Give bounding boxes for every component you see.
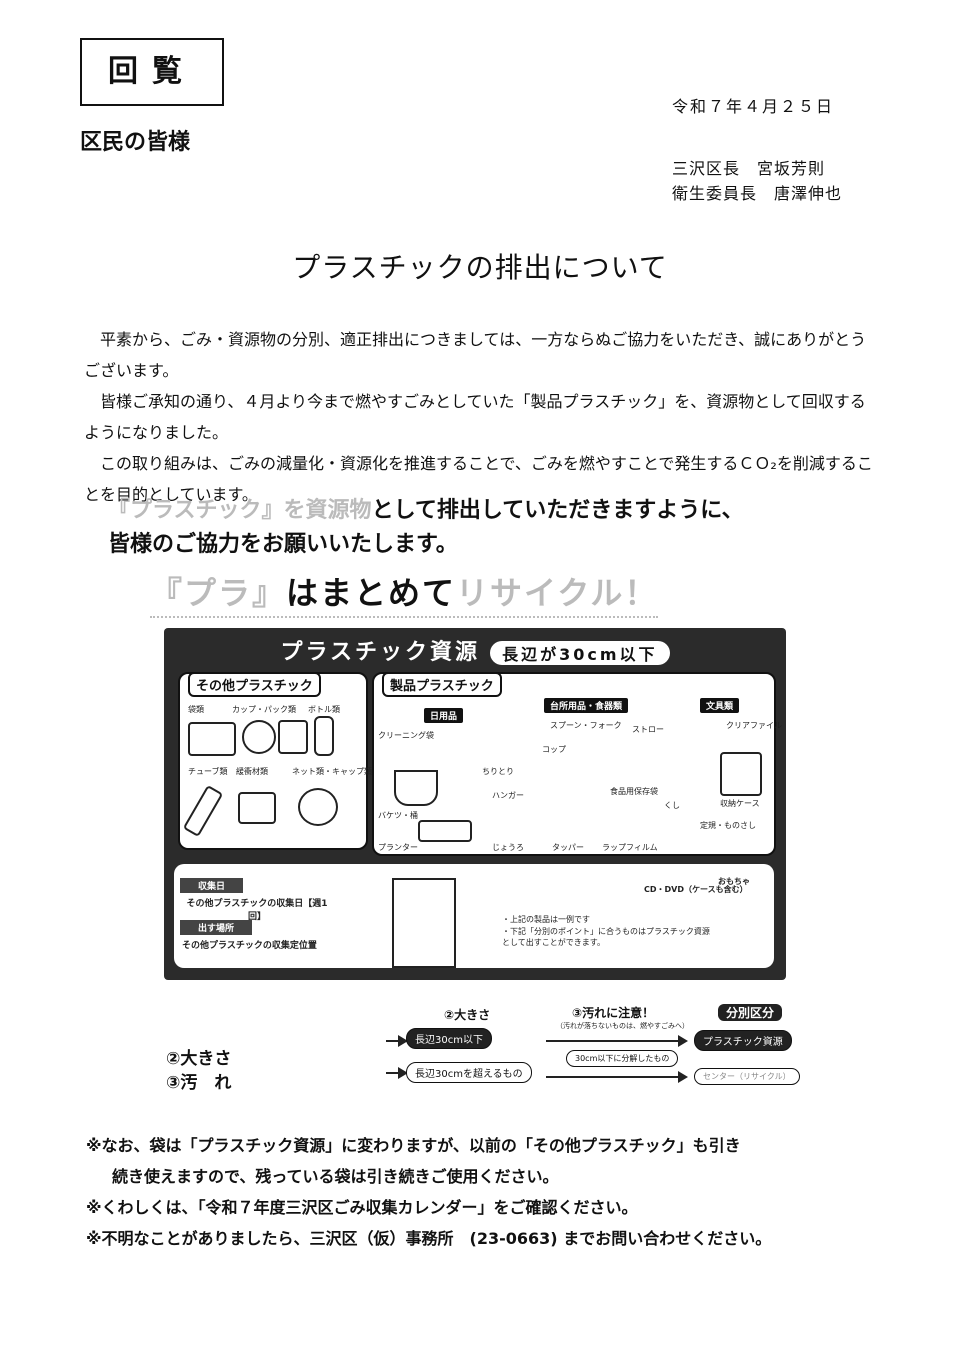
col-class: 分別区分 [718, 1004, 783, 1021]
col-dirt: ③汚れに注意！ [572, 1006, 655, 1020]
size-pill: 長辺が30cm以下 [490, 641, 670, 665]
cd-dvd-label: CD・DVD（ケースも含む） [644, 885, 748, 894]
note: ・上記の製品は一例です [502, 915, 590, 924]
item-label: ボトル類 [308, 705, 340, 714]
kairan-stamp: 回覧 [80, 38, 224, 106]
collection-day: その他プラスチックの収集日【週1回】 [186, 899, 328, 922]
item-label: じょうろ [492, 843, 524, 852]
panel-heading: 製品プラスチック [382, 672, 502, 697]
item-label: チューブ類 [188, 767, 228, 776]
item-label: くし [664, 801, 680, 810]
item-label: 定規・ものさし [700, 821, 756, 830]
figure-title: プラスチック資源長辺が30cm以下 [164, 634, 786, 666]
item-label: バケツ・桶 [378, 811, 418, 820]
col-dirt-sub: （汚れが落ちないものは、燃やすごみへ） [556, 1022, 689, 1030]
signer-hygiene: 衛生委員長 唐澤伸也 [672, 184, 843, 203]
box-split: 30cm以下に分解したもの [566, 1050, 679, 1067]
item-label: スプーン・フォーク [550, 721, 622, 730]
date: 令和７年４月２５日 [672, 97, 835, 116]
page-title: プラスチックの排出について [292, 251, 668, 284]
paragraph: 平素から、ごみ・資源物の分別、適正排出につきましては、一方ならぬご協力をいただき… [84, 330, 867, 380]
item-label: カップ・パック類 [232, 705, 296, 714]
item-label: タッパー [552, 843, 584, 852]
item-label: コップ [542, 745, 566, 754]
category-daily: 日用品 [424, 708, 464, 723]
arrow-icon [386, 1035, 408, 1047]
note-line: ※不明なことがありましたら、三沢区（仮）事務所 (23-0663) までお問い合… [86, 1229, 772, 1248]
location-tag: 出す場所 [180, 920, 253, 935]
arrow-icon [386, 1067, 408, 1079]
paragraph: この取り組みは、ごみの減量化・資源化を推進することで、ごみを燃やすことで発生する… [84, 454, 873, 504]
collection-day-tag: 収集日 [180, 878, 244, 893]
item-label: ラップフィルム [602, 843, 658, 852]
bottle-icon [314, 716, 334, 756]
notes: ※なお、袋は「プラスチック資源」に変わりますが、以前の「その他プラスチック」も引… [86, 1130, 906, 1254]
storage-case-icon [720, 752, 762, 796]
item-label: 収納ケース [720, 799, 760, 808]
box-over-30: 長辺30cmを超えるもの [406, 1062, 532, 1083]
signer-chief: 三沢区長 宮坂芳則 [672, 159, 826, 178]
panel-product-plastic: 製品プラスチック 日用品 台所用品・食器類 文具類 クリーニング袋 ちりとり ハ… [372, 672, 782, 856]
item-label: ハンガー [492, 791, 524, 800]
net-icon [298, 788, 338, 826]
planter-icon [418, 820, 472, 842]
paragraph: 皆様ご承知の通り、４月より今まで燃やすごみとしていた「製品プラスチック」を、資源… [84, 392, 866, 442]
toy-label: おもちゃ [718, 877, 750, 886]
note-line: 続き使えますので、残っている袋は引き続きご使用ください。 [112, 1167, 559, 1186]
note: ・下記「分別のポイント」に合うものはプラスチック資源として出すことができます。 [502, 927, 710, 947]
emph-line2: 皆様のご協力をお願いいたします。 [108, 532, 458, 557]
arrow-icon [546, 1071, 688, 1083]
panel-heading: その他プラスチック [188, 672, 321, 697]
cushion-icon [238, 792, 276, 824]
plastic-resource-figure: プラスチック資源長辺が30cm以下 その他プラスチック 袋類 カップ・パック類 … [164, 628, 786, 980]
box-center: センター（リサイクル） [694, 1068, 800, 1085]
emph-line1: として排出していただきますように、 [371, 498, 744, 523]
item-label: 袋類 [188, 705, 204, 714]
collection-info: 収集日 その他プラスチックの収集日【週1回】 出す場所 その他プラスチックの収集… [174, 864, 774, 968]
slogan-part2: はまとめて [286, 574, 457, 612]
box-under-30: 長辺30cm以下 [406, 1028, 492, 1049]
bag-icon [188, 722, 236, 756]
box-plastic-resource: プラスチック資源 [694, 1030, 792, 1051]
slogan-part1: 『プラ』 [150, 574, 287, 612]
cup-icon [242, 720, 276, 754]
category-stationery: 文具類 [700, 698, 740, 713]
location: その他プラスチックの収集定位置 [182, 941, 317, 951]
item-label: 緩衝材類 [236, 767, 268, 776]
tube-icon [182, 784, 224, 838]
item-label: ちりとり [482, 767, 514, 776]
emph-faint: 『プラスチック』を資源物 [108, 498, 372, 523]
item-label: プランター [378, 843, 418, 852]
item-label: クリーニング袋 [378, 731, 434, 740]
item-label: 食品用保存袋 [610, 787, 658, 796]
addressee: 区民の皆様 [80, 130, 191, 155]
pack-icon [278, 720, 308, 754]
bucket-icon [394, 770, 438, 806]
collection-bag-icon [392, 878, 456, 968]
category-kitchen: 台所用品・食器類 [544, 698, 629, 713]
item-label: クリアファイル [726, 721, 782, 730]
item-label: ネット類・キャップ類 [292, 767, 372, 776]
note-line: ※なお、袋は「プラスチック資源」に変わりますが、以前の「その他プラスチック」も引… [86, 1136, 741, 1155]
col-size: ②大きさ [444, 1008, 491, 1022]
note-line: ※くわしくは、「令和７年度三沢区ごみ収集カレンダー」をご確認ください。 [86, 1198, 638, 1217]
panel-other-plastic: その他プラスチック 袋類 カップ・パック類 ボトル類 チューブ類 緩衝材類 ネッ… [178, 672, 372, 850]
arrow-icon [546, 1035, 688, 1047]
body-text: 平素から、ごみ・資源物の分別、適正排出につきましては、一方ならぬご協力をいただき… [84, 324, 874, 510]
point-dirt: ③汚 れ [166, 1073, 232, 1093]
item-label: ストロー [632, 725, 664, 734]
slogan: 『プラ』はまとめてリサイクル！ [150, 568, 659, 618]
request-emphasis: 『プラスチック』を資源物として排出していただきますように、 皆様のご協力をお願い… [108, 494, 744, 562]
point-size: ②大きさ [166, 1049, 232, 1069]
slogan-part3: リサイクル！ [456, 574, 659, 612]
